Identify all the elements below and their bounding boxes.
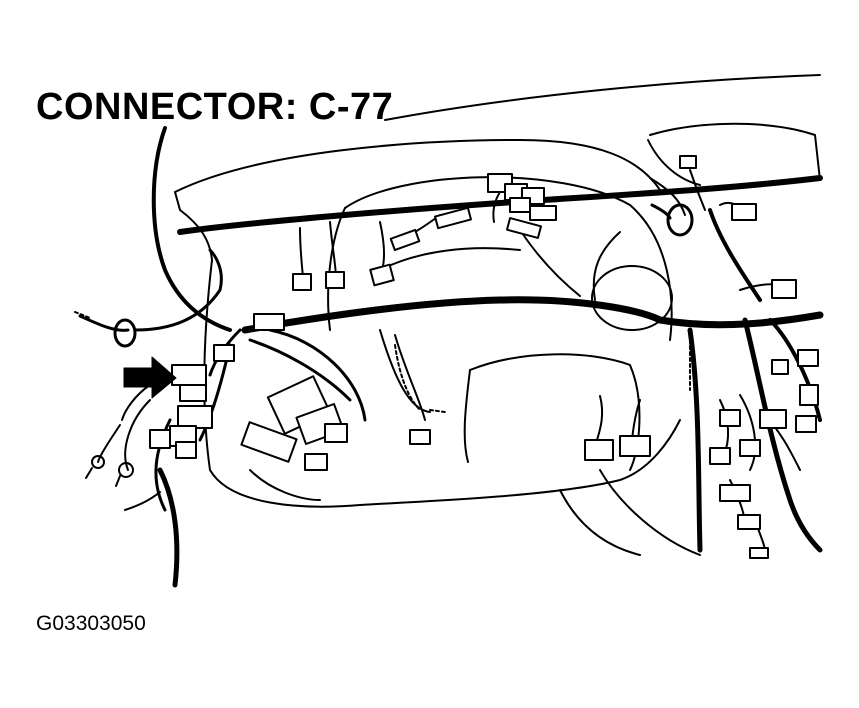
ground-terminal-icon bbox=[85, 455, 134, 487]
main-harness bbox=[177, 175, 824, 553]
grommet-icon bbox=[650, 203, 694, 237]
figure-id: G03303050 bbox=[36, 612, 146, 635]
connectors bbox=[149, 155, 819, 559]
arrow-icon bbox=[123, 356, 177, 399]
leader-line bbox=[151, 126, 232, 332]
title-underline bbox=[384, 74, 821, 121]
wire-texture bbox=[74, 311, 691, 413]
diagram-title: CONNECTOR: C-77 bbox=[36, 86, 394, 128]
